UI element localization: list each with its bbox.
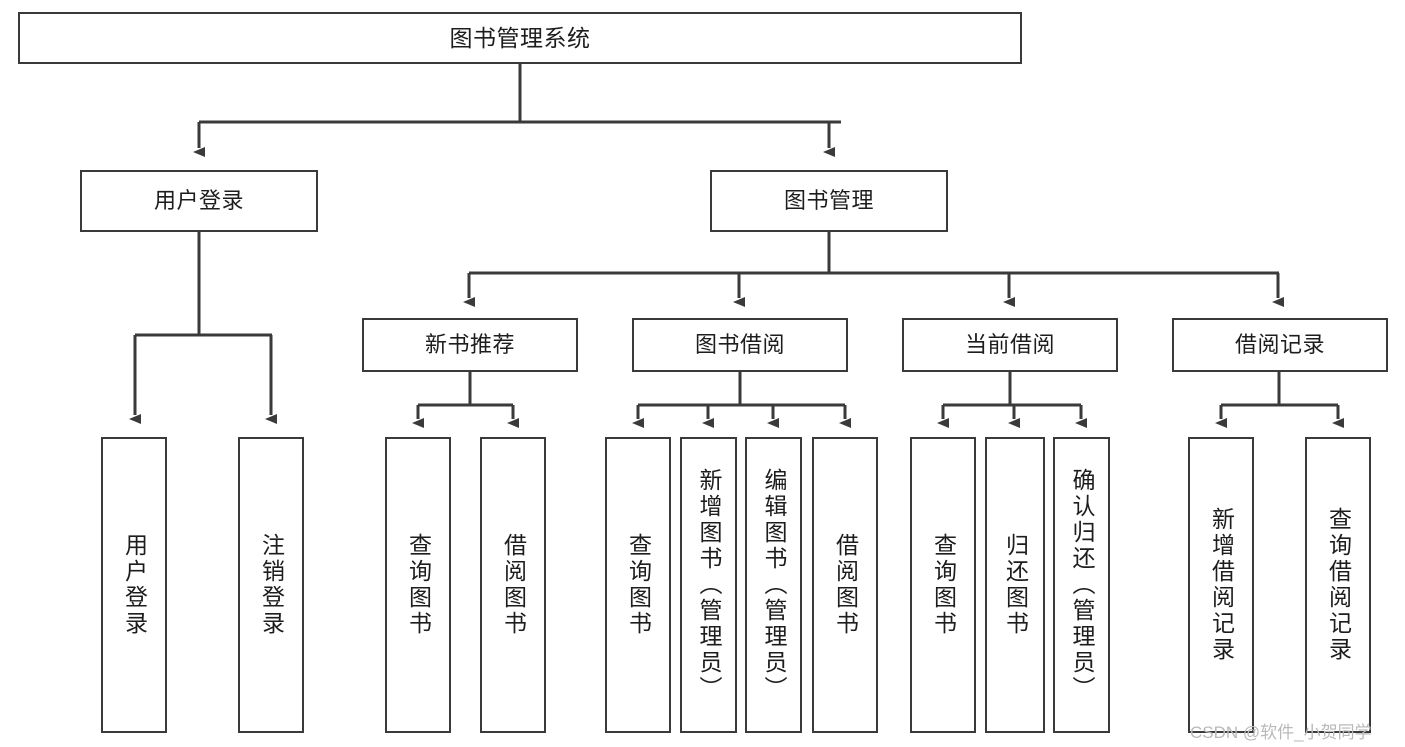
node-root-label: 图书管理系统 xyxy=(449,24,591,51)
csdn-watermark: CSDN @软件_小贺同学 xyxy=(1190,723,1372,742)
node-book-borrow-label: 图书借阅 xyxy=(694,332,785,358)
node-leaf-edit-book-label: 编辑图书（管理员） xyxy=(761,468,787,702)
node-leaf-add-record[interactable]: 新增借阅记录 xyxy=(1188,437,1254,733)
node-leaf-borrow-book-1[interactable]: 借阅图书 xyxy=(480,437,546,733)
node-leaf-add-book-label: 新增图书（管理员） xyxy=(696,468,722,702)
node-user-login-label: 用户登录 xyxy=(153,188,244,214)
node-new-book-recommend-label: 新书推荐 xyxy=(424,332,515,358)
node-book-manage-label: 图书管理 xyxy=(783,188,874,214)
node-leaf-query-book-1[interactable]: 查询图书 xyxy=(385,437,451,733)
node-root[interactable]: 图书管理系统 xyxy=(18,12,1022,64)
node-leaf-borrow-book-2-label: 借阅图书 xyxy=(832,533,859,637)
node-current-borrow[interactable]: 当前借阅 xyxy=(902,318,1118,372)
node-current-borrow-label: 当前借阅 xyxy=(964,332,1055,358)
node-leaf-user-logout[interactable]: 注销登录 xyxy=(238,437,304,733)
node-leaf-confirm-return[interactable]: 确认归还（管理员） xyxy=(1053,437,1110,733)
node-leaf-return-book-label: 归还图书 xyxy=(1002,533,1029,637)
node-leaf-query-book-2[interactable]: 查询图书 xyxy=(605,437,671,733)
node-book-manage[interactable]: 图书管理 xyxy=(710,170,948,232)
node-leaf-borrow-book-2[interactable]: 借阅图书 xyxy=(812,437,878,733)
node-leaf-query-record[interactable]: 查询借阅记录 xyxy=(1305,437,1371,733)
node-new-book-recommend[interactable]: 新书推荐 xyxy=(362,318,578,372)
node-leaf-borrow-book-1-label: 借阅图书 xyxy=(500,533,527,637)
node-borrow-record-label: 借阅记录 xyxy=(1234,332,1325,358)
node-user-login[interactable]: 用户登录 xyxy=(80,170,318,232)
node-leaf-edit-book[interactable]: 编辑图书（管理员） xyxy=(745,437,802,733)
node-leaf-user-login-label: 用户登录 xyxy=(121,533,148,637)
node-borrow-record[interactable]: 借阅记录 xyxy=(1172,318,1388,372)
node-leaf-add-book[interactable]: 新增图书（管理员） xyxy=(680,437,737,733)
node-book-borrow[interactable]: 图书借阅 xyxy=(632,318,848,372)
node-leaf-confirm-return-label: 确认归还（管理员） xyxy=(1069,468,1095,702)
node-leaf-query-book-2-label: 查询图书 xyxy=(625,533,652,637)
node-leaf-query-book-3[interactable]: 查询图书 xyxy=(910,437,976,733)
node-leaf-return-book[interactable]: 归还图书 xyxy=(985,437,1045,733)
node-leaf-query-book-3-label: 查询图书 xyxy=(930,533,957,637)
node-leaf-add-record-label: 新增借阅记录 xyxy=(1208,507,1235,663)
node-leaf-user-login[interactable]: 用户登录 xyxy=(101,437,167,733)
node-leaf-user-logout-label: 注销登录 xyxy=(258,533,285,637)
node-leaf-query-book-1-label: 查询图书 xyxy=(405,533,432,637)
node-leaf-query-record-label: 查询借阅记录 xyxy=(1325,507,1352,663)
